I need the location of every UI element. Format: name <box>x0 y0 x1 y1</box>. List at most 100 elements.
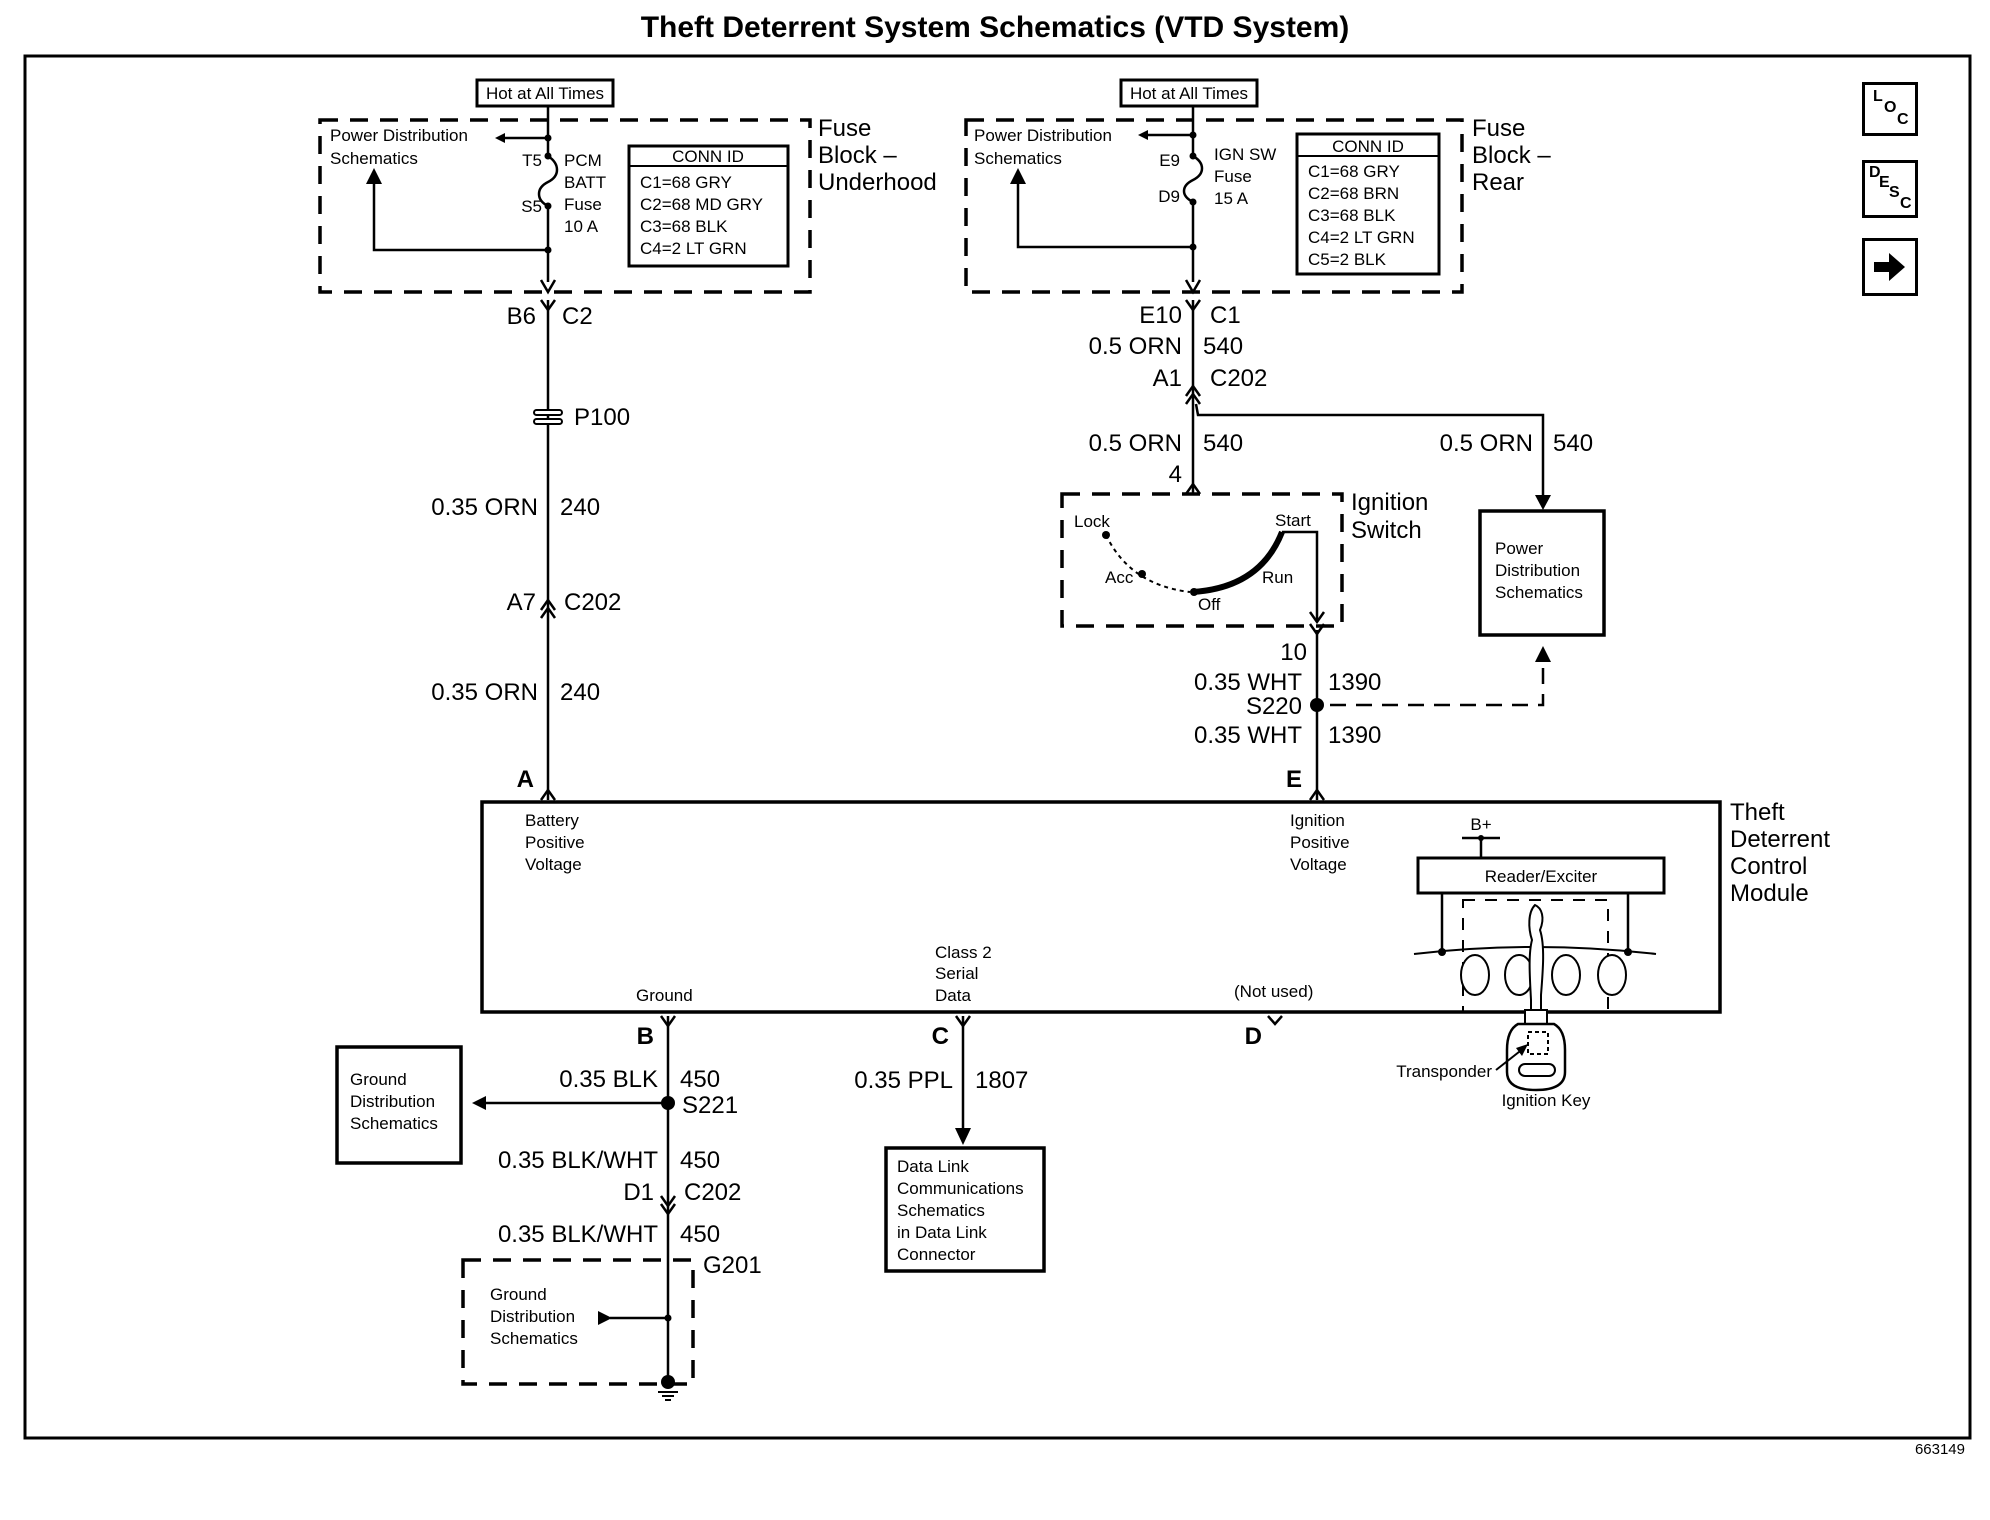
arrow-up-icon <box>1535 646 1551 662</box>
pds-rear-text[interactable]: Power Distribution <box>974 126 1112 145</box>
dlc-text: Data Link <box>897 1157 969 1176</box>
fuse-block-rear-boundary <box>964 118 1464 294</box>
b-plus-label: B+ <box>1470 815 1491 834</box>
pds-rear-text-2[interactable]: Schematics <box>974 149 1062 168</box>
circuit-data-1807: C 0.35 PPL 1807 Data Link Communications… <box>854 1015 1046 1273</box>
connector-c202-icon <box>539 597 557 619</box>
pin-b-label: Ground <box>636 986 693 1005</box>
dlc-text-3: Schematics <box>897 1201 985 1220</box>
splice-s220: S220 <box>1246 693 1302 720</box>
pds-box-right[interactable]: Power Distribution Schematics <box>1478 509 1606 637</box>
reader-exciter-label: Reader/Exciter <box>1485 867 1598 886</box>
gds-left-text: Ground <box>350 1070 407 1089</box>
desc-letter: E <box>1879 174 1890 191</box>
loc-button[interactable]: L O C <box>1862 82 1918 136</box>
gds-inner-text-2[interactable]: Distribution <box>490 1307 575 1326</box>
switch-position-acc: Acc <box>1105 568 1134 587</box>
connector-c1: C1 <box>1210 302 1241 329</box>
circuit-ground-450: B 0.35 BLK 450 S221 Ground Distribution … <box>335 1015 762 1401</box>
pds-right-text-2: Distribution <box>1495 561 1580 580</box>
fuse-block-underhood-boundary <box>318 118 812 294</box>
terminal-s5: S5 <box>521 197 542 216</box>
pds-underhood-text-2[interactable]: Schematics <box>330 149 418 168</box>
pin-d-label: (Not used) <box>1234 982 1313 1001</box>
wire-540-branch[interactable] <box>1194 403 1545 497</box>
terminal-t5: T5 <box>522 151 542 170</box>
fuse-name: IGN SW <box>1214 145 1276 164</box>
ignition-switch-name-2: Switch <box>1351 517 1422 544</box>
transponder-label: Transponder <box>1396 1062 1492 1081</box>
gds-inner-text-3[interactable]: Schematics <box>490 1329 578 1348</box>
wire-circuit-number: 240 <box>560 494 600 521</box>
fuse-rating: 15 A <box>1214 189 1249 208</box>
splice-pack-p100-icon <box>533 409 563 425</box>
fuse-name: PCM <box>564 151 602 170</box>
switch-position-start: Start <box>1275 511 1311 530</box>
fuse-block-underhood-name-3: Underhood <box>818 169 937 196</box>
circuit-ignition-540: E10 C1 0.5 ORN 540 A1 C202 0.5 ORN 540 0… <box>1089 299 1593 801</box>
module-name-3: Control <box>1730 853 1807 880</box>
arrow-down-icon <box>1535 495 1551 510</box>
arrow-right-icon <box>598 1311 612 1325</box>
switch-arc <box>1191 530 1285 595</box>
arrow-right-icon <box>1874 253 1905 281</box>
wire-gauge-color: 0.35 BLK/WHT <box>498 1147 658 1174</box>
gds-left-text-3: Schematics <box>350 1114 438 1133</box>
fuse-name-2: BATT <box>564 173 606 192</box>
pin-a-label-3: Voltage <box>525 855 582 874</box>
module-pin-e: E <box>1286 766 1302 793</box>
dlc-text-2: Communications <box>897 1179 1024 1198</box>
fuse-block-rear-name-2: Block – <box>1472 142 1551 169</box>
gds-left-text-2: Distribution <box>350 1092 435 1111</box>
pds-underhood-text[interactable]: Power Distribution <box>330 126 468 145</box>
desc-letter: D <box>1869 164 1881 181</box>
next-button[interactable] <box>1862 238 1918 296</box>
pin-e10: E10 <box>1139 302 1182 329</box>
wire-circuit-number: 450 <box>680 1147 720 1174</box>
conn-id-row: C2=68 BRN <box>1308 184 1399 203</box>
pin-a7: A7 <box>507 589 536 616</box>
pin-e-label: Ignition <box>1290 811 1345 830</box>
wire-circuit-number: 1390 <box>1328 722 1381 749</box>
connector-c202: C202 <box>564 589 621 616</box>
loc-letter: L <box>1873 88 1883 105</box>
fuse-block-underhood-name-2: Block – <box>818 142 897 169</box>
wire-gauge-color: 0.35 PPL <box>854 1067 953 1094</box>
g201-boundary <box>461 1258 695 1386</box>
switch-pin-4: 4 <box>1169 461 1182 488</box>
ground-symbol-icon <box>658 1391 678 1401</box>
pin-c-label-2: Serial <box>935 964 978 983</box>
ignition-key-icon <box>1505 903 1567 1092</box>
wire-gauge-color: 0.35 WHT <box>1194 722 1302 749</box>
diagram-title: Theft Deterrent System Schematics (VTD S… <box>641 11 1350 44</box>
module-boundary <box>480 800 1722 1014</box>
ignition-key-label: Ignition Key <box>1502 1091 1591 1110</box>
conn-id-row: C4=2 LT GRN <box>640 239 747 258</box>
pin-e-label-3: Voltage <box>1290 855 1347 874</box>
dlc-box[interactable]: Data Link Communications Schematics in D… <box>884 1146 1046 1273</box>
conn-id-row: C1=68 GRY <box>1308 162 1400 181</box>
wire-circuit-number: 1807 <box>975 1067 1028 1094</box>
wire-gauge-color: 0.35 BLK <box>559 1066 658 1093</box>
pin-d-terminal-icon <box>1267 1015 1283 1026</box>
gds-inner-text[interactable]: Ground <box>490 1285 547 1304</box>
pin-a-label-2: Positive <box>525 833 585 852</box>
connector-c202-icon <box>659 1195 677 1217</box>
figure-id: 663149 <box>1915 1441 1965 1458</box>
terminal-d9: D9 <box>1158 187 1180 206</box>
wire-1390-branch[interactable] <box>1330 660 1545 707</box>
desc-button[interactable]: D E S C <box>1862 160 1918 218</box>
module-pin-c: C <box>932 1023 949 1050</box>
gds-box-left[interactable]: Ground Distribution Schematics <box>335 1045 463 1165</box>
wire-gauge-color: 0.35 ORN <box>431 494 538 521</box>
arrow-left-icon <box>472 1096 486 1110</box>
conn-id-row: C3=68 BLK <box>640 217 728 236</box>
splice-s221: S221 <box>682 1092 738 1119</box>
fuse-symbol-icon <box>537 154 559 208</box>
conn-id-row: C2=68 MD GRY <box>640 195 763 214</box>
conn-id-table-underhood: CONN ID C1=68 GRY C2=68 MD GRY C3=68 BLK… <box>627 144 790 268</box>
module-name-2: Deterrent <box>1730 826 1830 853</box>
fuse-block-rear: Hot at All Times Fuse Block – Rear Power… <box>964 78 1551 295</box>
wire-circuit-number: 450 <box>680 1221 720 1248</box>
loc-letter: C <box>1897 111 1909 128</box>
